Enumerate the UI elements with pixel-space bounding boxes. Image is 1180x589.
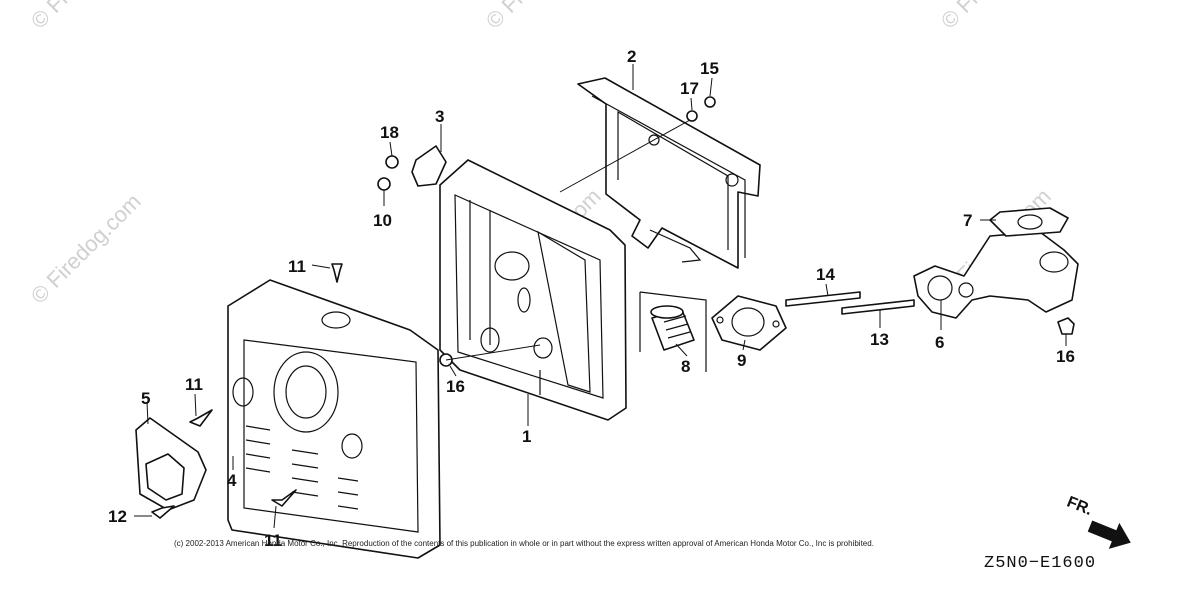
screw-11-bottom [271,489,297,507]
watermark-1: © Firedog.com [26,0,146,34]
part-bracket-3 [411,145,447,187]
part-muffler-1 [439,159,627,421]
part-protector-2 [577,77,761,269]
part-cover-4 [227,279,441,559]
screw-12 [151,505,175,519]
part-gasket-7 [989,207,1069,237]
callout-11-bottom: 11 [264,531,282,550]
watermark-4: © Firedog.com [26,189,146,309]
watermark-2: © Firedog.com [481,0,601,34]
part-exhaust-joint-6 [913,231,1079,319]
watermark-3: © Firedog.com [936,0,1056,34]
bolt-10 [377,177,391,191]
callout-8: 8 [681,357,690,376]
callout-18: 18 [380,123,399,142]
callout-2: 2 [627,47,636,66]
front-direction-indicator: FR. [1064,494,1131,549]
callout-10: 10 [373,211,392,230]
nut-17 [686,110,698,122]
callout-13: 13 [870,330,889,349]
front-label: FR. [1064,494,1094,519]
callout-15: 15 [700,59,719,78]
callouts: 1 2 3 4 5 6 7 8 9 10 11 11 11 12 13 14 1… [108,47,1075,550]
diagram-code: Z5N0−E1600 [984,554,1097,573]
callout-12: 12 [108,507,127,526]
screw-11-left [189,409,213,427]
part-deflector-5 [135,417,207,511]
callout-11-left: 11 [185,375,203,394]
callout-3: 3 [435,107,444,126]
callout-9: 9 [737,351,746,370]
bolt-18 [385,155,399,169]
leader-lines [134,64,1067,529]
front-arrow-icon [1087,520,1131,549]
callout-4: 4 [227,471,237,490]
fasteners [151,96,1075,519]
screw-11-top [331,263,343,283]
part-arrester-8 [639,291,707,372]
callout-11-top: 11 [288,257,306,276]
callout-6: 6 [935,333,944,352]
callout-5: 5 [141,389,150,408]
callout-16-right: 16 [1056,347,1075,366]
part-gasket-9 [711,295,787,351]
bolt-15 [704,96,716,108]
callout-17: 17 [680,79,699,98]
copyright-notice: (c) 2002-2013 American Honda Motor Co., … [174,539,874,548]
callout-16-left: 16 [446,377,465,396]
callout-14: 14 [816,265,835,284]
callout-7: 7 [963,211,972,230]
part-studs-13-14 [785,291,915,315]
callout-1: 1 [522,427,531,446]
nut-16-right [1057,317,1075,335]
